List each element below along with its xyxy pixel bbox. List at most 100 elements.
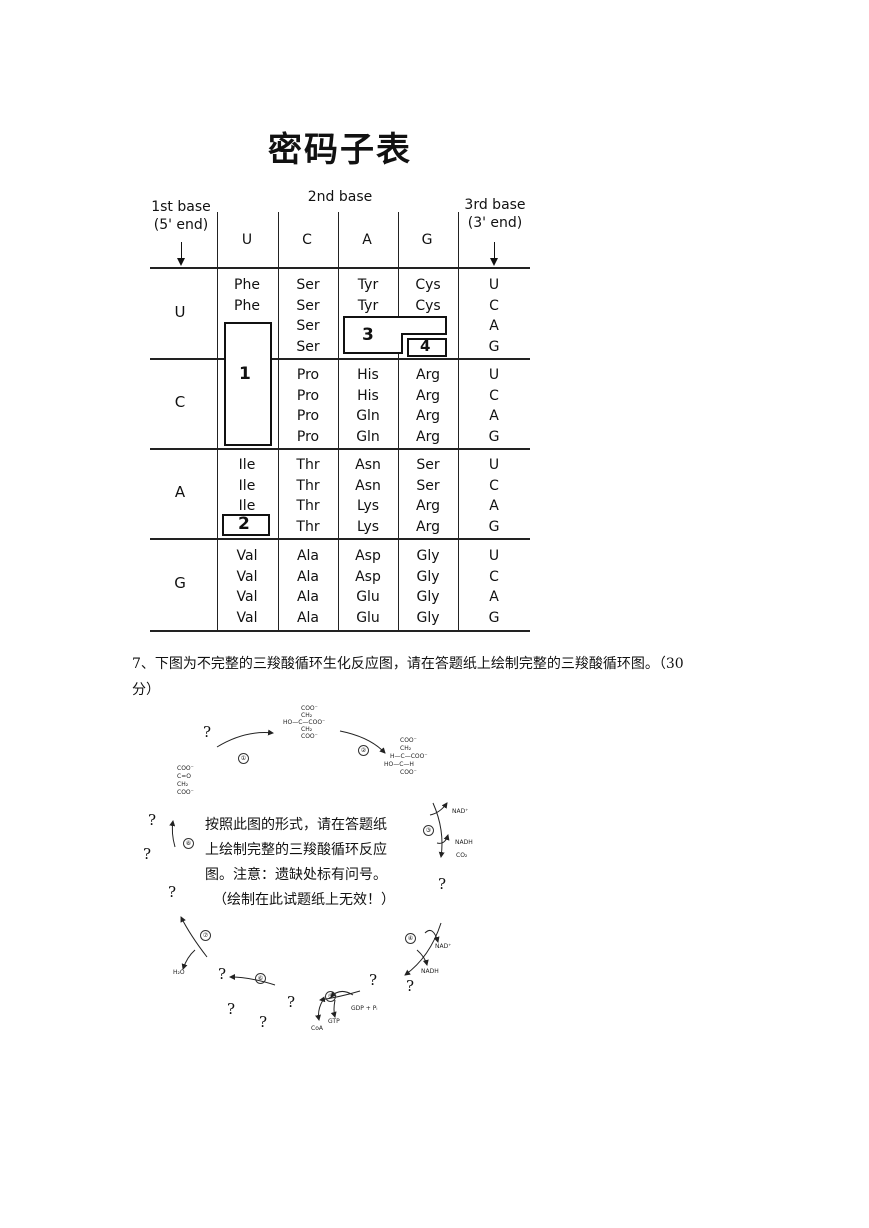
- first-base-label-line2: (5' end): [153, 217, 209, 233]
- amino-acid-cell: Arg: [416, 518, 440, 535]
- column-divider: [398, 212, 399, 630]
- unknown-compound-mark: ?: [218, 965, 227, 983]
- third-base-cell: A: [489, 498, 499, 514]
- amino-acid-cell: Ile: [238, 477, 256, 494]
- isocitrate-line: H—C—COO⁻: [390, 753, 428, 760]
- step-number-8: ⑧: [183, 838, 194, 849]
- row-divider: [150, 448, 530, 450]
- first-base-label-line1: 1st base: [151, 199, 211, 215]
- amino-acid-cell: Lys: [356, 498, 380, 514]
- third-base-cell: A: [489, 408, 499, 424]
- isocitrate-line: CH₂: [400, 745, 412, 752]
- second-base-U: U: [241, 232, 253, 248]
- amino-acid-cell: Val: [236, 589, 258, 605]
- third-base-cell: U: [488, 277, 500, 293]
- amino-acid-cell: Glu: [356, 609, 380, 626]
- cofactor-gtp: GTP: [328, 1018, 340, 1025]
- down-arrow-icon: [490, 242, 498, 266]
- reaction-arrow-8: [169, 820, 176, 848]
- third-base-label-line1: 3rd base: [464, 197, 526, 213]
- cofactor-co2: CO₂: [456, 852, 468, 859]
- amino-acid-cell: Gly: [416, 589, 440, 605]
- amino-acid-cell: Cys: [415, 277, 441, 293]
- first-base-label: 1st base (5' end): [146, 198, 216, 234]
- amino-acid-cell: Ile: [238, 498, 256, 514]
- amino-acid-cell: Asp: [355, 548, 381, 564]
- amino-acid-cell: Gln: [356, 408, 380, 424]
- third-base-cell: A: [489, 318, 499, 334]
- step-number-5: ⑤: [325, 991, 336, 1002]
- codon-table-title: 密码子表: [268, 130, 412, 170]
- instruction-line: （绘制在此试题纸上无效！）: [213, 892, 395, 908]
- blank-box-3-label: 3: [362, 325, 374, 345]
- amino-acid-cell: Arg: [416, 498, 440, 514]
- amino-acid-cell: Pro: [296, 408, 320, 424]
- nad-in-arrow: [429, 802, 448, 816]
- cofactor-h2o: H₂O: [173, 969, 185, 976]
- oxaloacetate-line: COO⁻: [177, 765, 194, 772]
- oxaloacetate-structure: COO⁻ C=O CH₂ COO⁻: [177, 765, 194, 797]
- amino-acid-cell: Gly: [416, 609, 440, 626]
- second-base-G: G: [421, 232, 433, 248]
- amino-acid-cell: Ser: [296, 277, 320, 293]
- third-base-cell: C: [489, 387, 499, 404]
- amino-acid-cell: Phe: [234, 297, 260, 314]
- blank-box-1: [224, 322, 272, 446]
- third-base-cell: U: [488, 367, 500, 383]
- instruction-line: 上绘制完整的三羧酸循环反应: [205, 842, 387, 858]
- unknown-compound-mark: ?: [227, 1000, 236, 1018]
- blank-box-4: [407, 338, 447, 357]
- step-number-7: ⑦: [200, 930, 211, 941]
- unknown-compound-mark: ?: [259, 1013, 268, 1031]
- third-base-label-line2: (3' end): [467, 215, 523, 231]
- second-base-A: A: [362, 232, 372, 248]
- first-base-G: G: [174, 574, 186, 592]
- nadh-out-arrow: [436, 834, 450, 844]
- oxaloacetate-line: COO⁻: [177, 789, 194, 796]
- third-base-cell: C: [489, 297, 499, 314]
- citrate-structure: COO⁻ CH₂ HO—C—COO⁻ CH₂ COO⁻: [283, 705, 325, 740]
- oxaloacetate-line: C=O: [177, 773, 191, 780]
- third-base-cell: G: [488, 518, 500, 535]
- amino-acid-cell: Thr: [296, 518, 320, 535]
- amino-acid-cell: Tyr: [357, 297, 379, 314]
- cofactor-nad: NAD⁺: [452, 808, 469, 815]
- blank-box-4-label: 4: [420, 337, 431, 355]
- reaction-arrow-1: [216, 729, 274, 748]
- blank-box-1-label: 1: [239, 364, 251, 384]
- nadh-out-arrow-2: [416, 949, 429, 966]
- reaction-arrow-4: [404, 922, 442, 976]
- isocitrate-structure: COO⁻ CH₂ H—C—COO⁻ HO—C—H COO⁻: [384, 737, 428, 777]
- diagram-instructions: 按照此图的形式，请在答题纸 上绘制完整的三羧酸循环反应 图。注意：遗缺处标有问号…: [205, 813, 435, 913]
- reaction-arrow-2: [339, 730, 386, 754]
- tca-arrows: [169, 729, 450, 1021]
- third-base-cell: U: [488, 548, 500, 564]
- down-arrow-icon: [177, 242, 185, 266]
- amino-acid-cell: Val: [236, 548, 258, 564]
- nad-in-arrow-2: [424, 930, 440, 943]
- cofactor-gdp: GDP + Pᵢ: [351, 1005, 378, 1012]
- third-base-cell: A: [489, 589, 499, 605]
- step-number-3: ③: [423, 825, 434, 836]
- third-base-label: 3rd base (3' end): [458, 196, 532, 232]
- unknown-compound-mark: ?: [287, 993, 296, 1011]
- reaction-arrow-3: [432, 802, 445, 858]
- amino-acid-cell: Cys: [415, 297, 441, 314]
- citrate-line: COO⁻: [301, 733, 318, 740]
- column-divider: [217, 212, 218, 630]
- column-divider: [338, 212, 339, 630]
- cofactor-nadh: NADH: [455, 839, 473, 846]
- first-base-C: C: [174, 393, 186, 411]
- gtp-arrow: [330, 999, 337, 1018]
- instruction-line: 图。注意：遗缺处标有问号。: [205, 867, 387, 883]
- second-base-C: C: [302, 232, 312, 248]
- unknown-compound-mark: ?: [168, 883, 177, 901]
- amino-acid-cell: Thr: [296, 477, 320, 494]
- blank-box-3: [343, 316, 447, 354]
- oxaloacetate-line: CH₂: [177, 781, 189, 788]
- amino-acid-cell: Pro: [296, 367, 320, 383]
- reaction-arrow-6: [229, 974, 276, 986]
- amino-acid-cell: Arg: [416, 428, 440, 445]
- amino-acid-cell: Ser: [416, 457, 440, 473]
- third-base-cell: G: [488, 609, 500, 626]
